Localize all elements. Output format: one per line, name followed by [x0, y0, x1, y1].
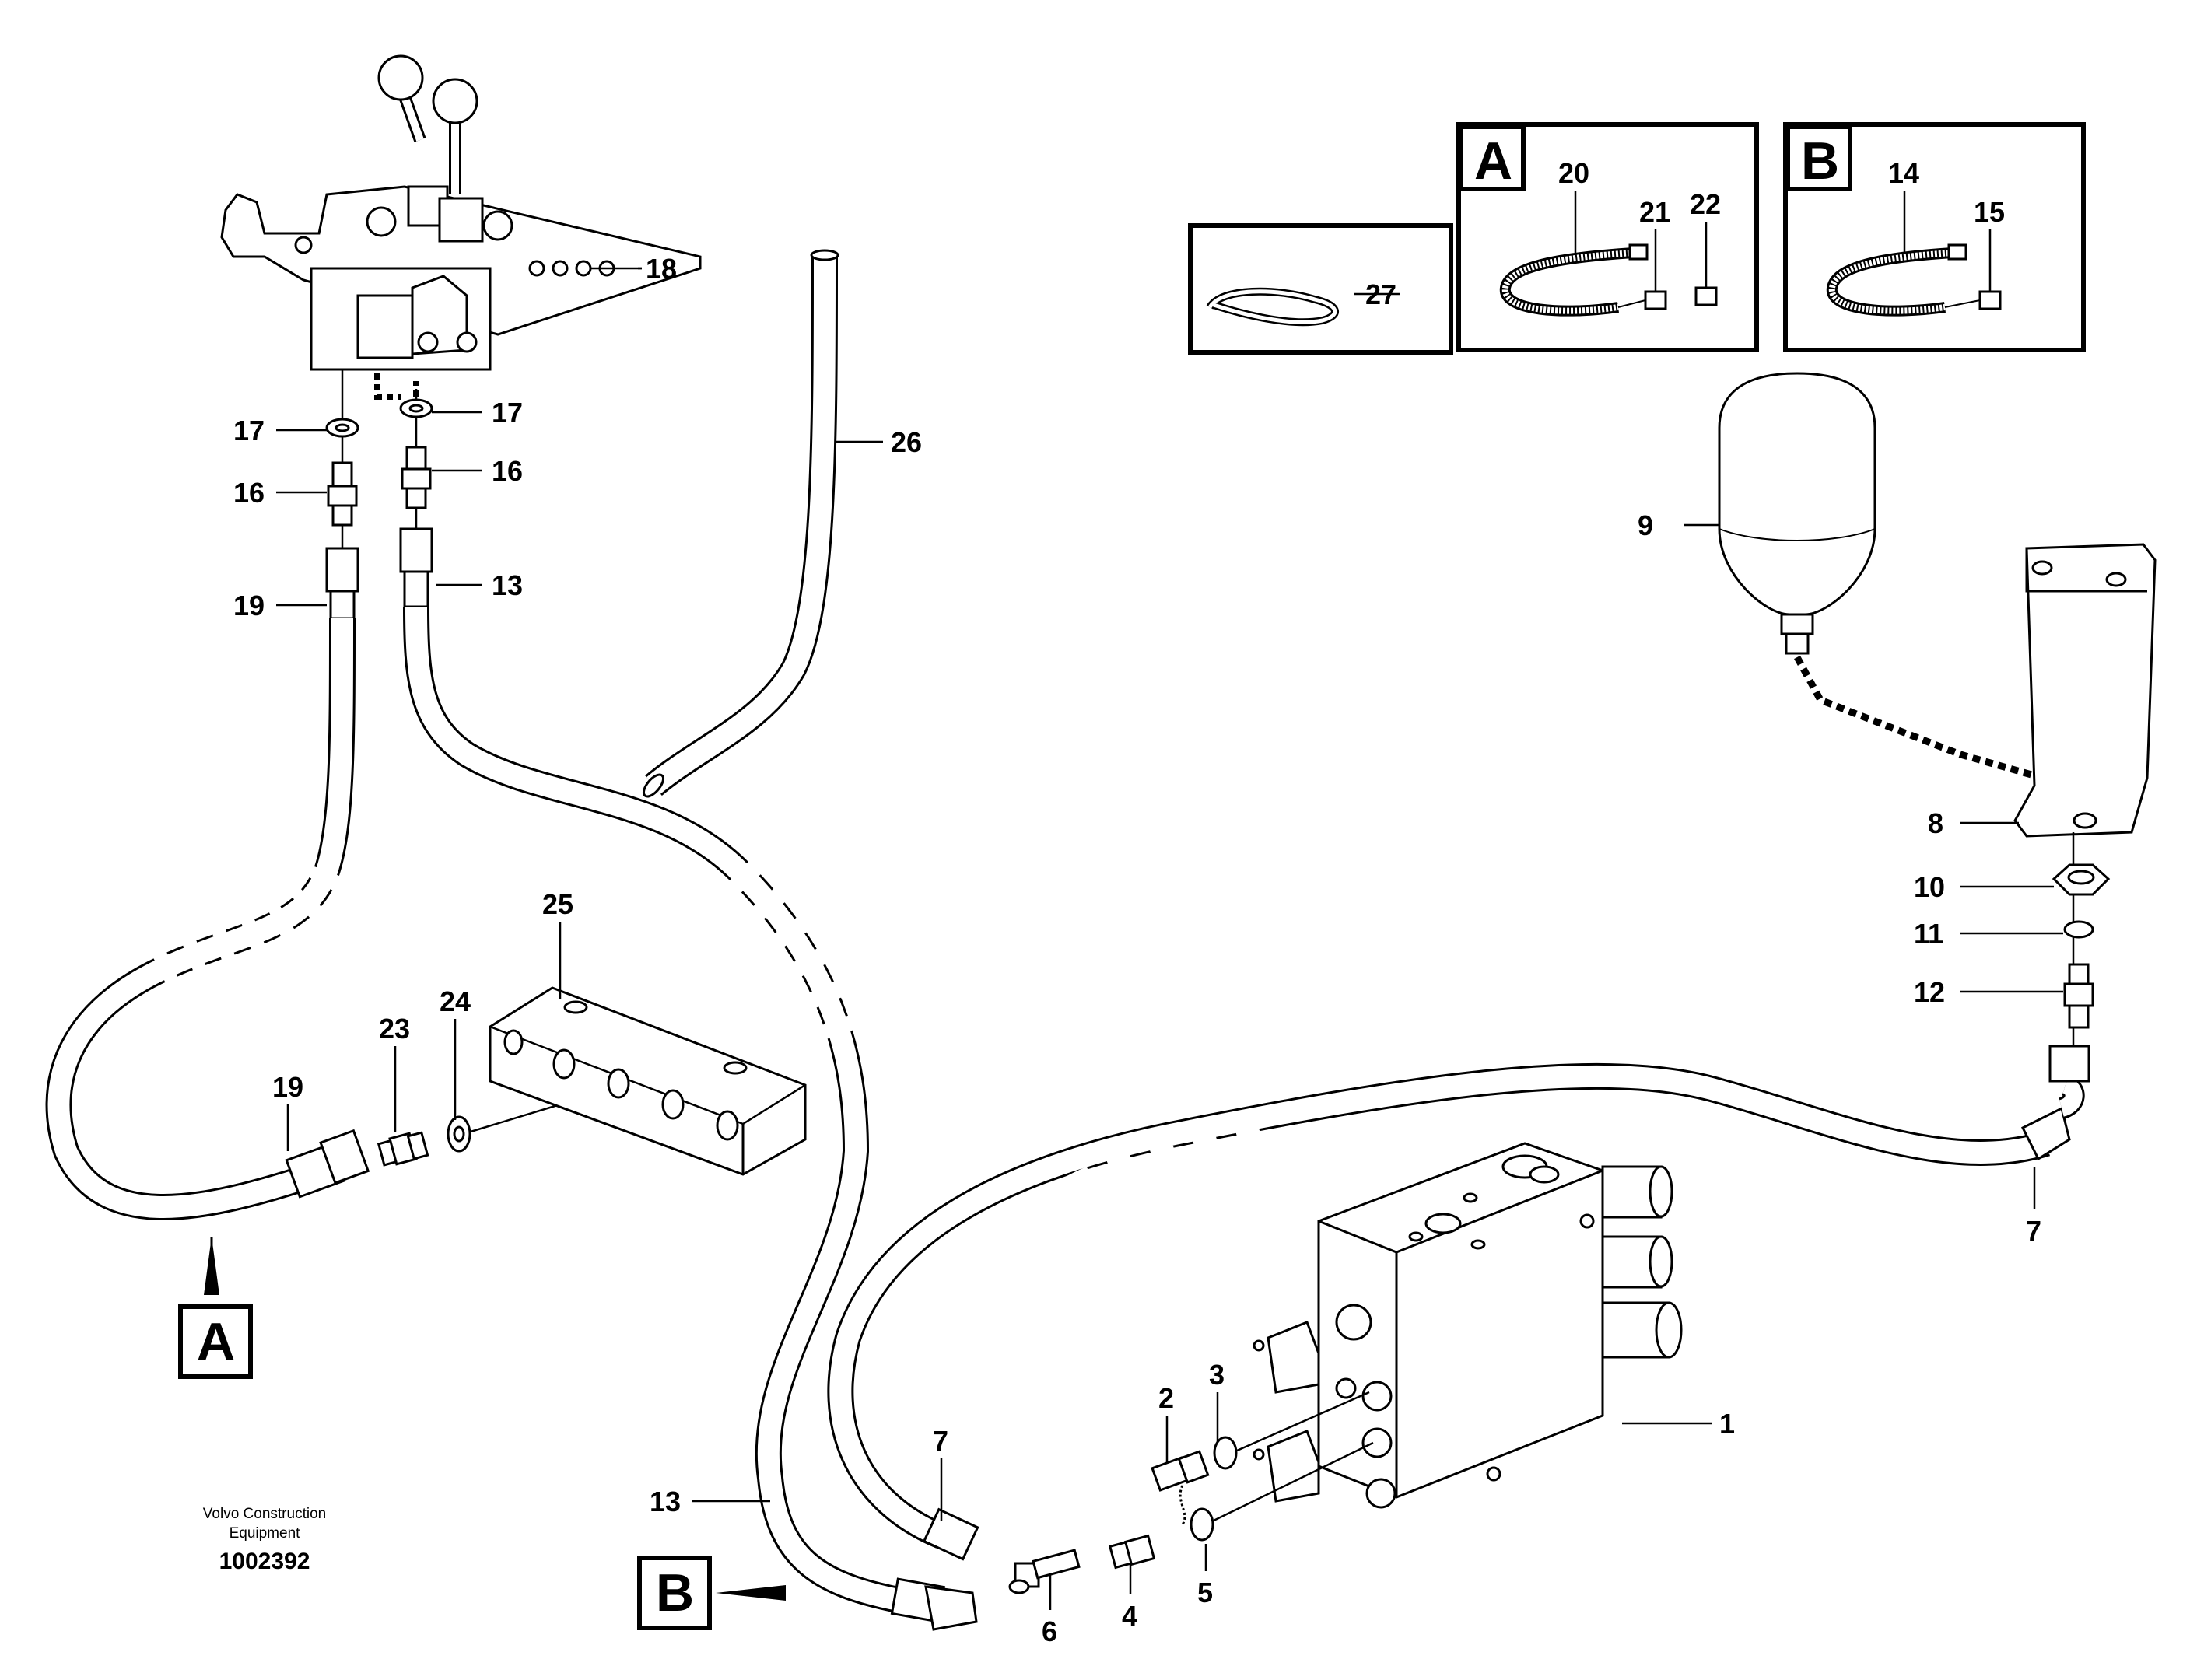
label-21: 21 — [1639, 196, 1670, 228]
detail-b-letter: B — [1801, 131, 1839, 191]
footer: Volvo Construction Equipment 1002392 — [203, 1506, 326, 1574]
label-4: 4 — [1122, 1600, 1137, 1632]
label-27: 27 — [1365, 278, 1396, 310]
nipple-12 — [2063, 963, 2094, 1029]
test-nipple-2 — [1151, 1450, 1210, 1525]
washer-17-right — [399, 398, 433, 418]
washer-24 — [447, 1115, 471, 1153]
label-7-left: 7 — [933, 1425, 948, 1457]
reference-box-a — [178, 1237, 253, 1379]
company-name-line2: Equipment — [230, 1525, 301, 1542]
company-name-line1: Volvo Construction — [203, 1506, 326, 1522]
label-9: 9 — [1638, 509, 1653, 541]
hose-19 — [45, 547, 370, 1220]
servo-control-unit — [220, 54, 702, 400]
nipple-23 — [377, 1131, 429, 1167]
label-22: 22 — [1690, 188, 1721, 220]
label-2: 2 — [1158, 1382, 1174, 1414]
hose-26 — [642, 249, 839, 798]
label-3: 3 — [1209, 1359, 1225, 1391]
bracket-8 — [2013, 543, 2157, 838]
drawing-number: 1002392 — [219, 1549, 310, 1574]
label-23: 23 — [379, 1013, 410, 1045]
label-15: 15 — [1974, 196, 2005, 228]
label-7-right: 7 — [2026, 1215, 2041, 1247]
leader-lines — [276, 191, 2063, 1610]
position-numbers: 18 17 17 16 16 19 13 26 27 20 21 22 14 1… — [197, 131, 2041, 1647]
label-26: 26 — [891, 426, 922, 458]
detail-box-cable-tie-27 — [1188, 223, 1453, 355]
washer-3 — [1213, 1436, 1238, 1470]
washer-17-left — [325, 418, 359, 438]
valve-block-1 — [1253, 1142, 1683, 1509]
fitting-6 — [1008, 1549, 1081, 1594]
nut-10 — [2052, 863, 2111, 896]
label-8: 8 — [1928, 807, 1943, 839]
label-14: 14 — [1888, 157, 1919, 189]
hose-7 — [827, 1045, 2090, 1561]
label-13-top: 13 — [492, 569, 523, 601]
detail-box-b — [1783, 122, 2086, 352]
label-18: 18 — [646, 253, 677, 285]
label-19-bottom: 19 — [272, 1071, 303, 1103]
detail-a-letter: A — [1474, 131, 1512, 191]
reference-box-b — [637, 1556, 786, 1630]
label-10: 10 — [1914, 871, 1945, 903]
label-16-right: 16 — [492, 455, 523, 487]
accumulator-9 — [1718, 372, 1876, 655]
reference-b-letter: B — [656, 1563, 694, 1622]
label-13-bottom: 13 — [650, 1486, 681, 1517]
label-6: 6 — [1042, 1615, 1057, 1647]
distribution-block-25 — [489, 986, 807, 1176]
label-25: 25 — [542, 888, 573, 920]
nipple-16-left — [327, 461, 358, 527]
detail-box-a — [1456, 122, 1759, 352]
label-19-top: 19 — [233, 590, 265, 621]
washer-11 — [2063, 920, 2094, 939]
reference-a-letter: A — [197, 1312, 235, 1371]
label-11: 11 — [1914, 918, 1943, 950]
hose-13 — [399, 527, 978, 1631]
nipple-4 — [1108, 1534, 1156, 1570]
washer-5 — [1190, 1507, 1214, 1542]
nipple-16-right — [401, 446, 432, 509]
label-17-right: 17 — [492, 397, 523, 429]
label-20: 20 — [1558, 157, 1589, 189]
label-5: 5 — [1197, 1577, 1213, 1608]
label-1: 1 — [1719, 1408, 1735, 1440]
label-12: 12 — [1914, 976, 1945, 1008]
label-16-left: 16 — [233, 477, 265, 509]
label-24: 24 — [440, 985, 471, 1017]
label-17-left: 17 — [233, 415, 265, 446]
